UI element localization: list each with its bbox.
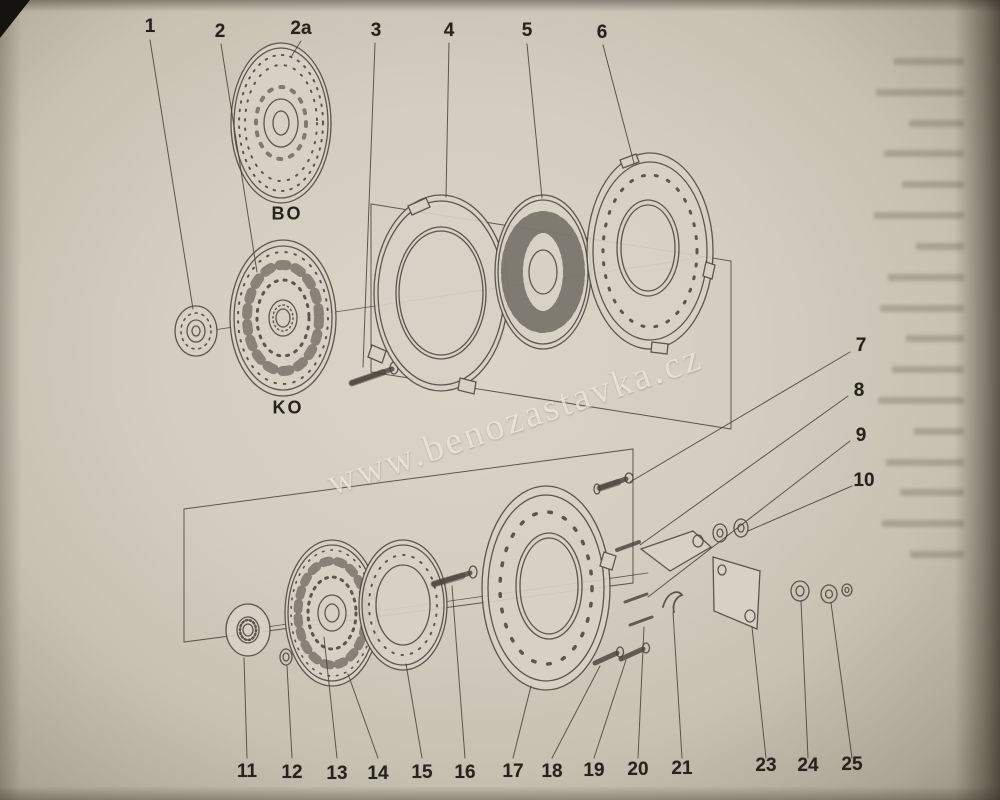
callout-5: 5 bbox=[521, 20, 533, 41]
part-3-bolt bbox=[348, 361, 399, 387]
callout-19: 19 bbox=[583, 760, 605, 781]
photo-corner-dark bbox=[0, 0, 30, 38]
part-4-pressure-plate bbox=[367, 194, 509, 395]
part-9-pin bbox=[623, 592, 649, 604]
part-1-hub bbox=[174, 305, 218, 357]
part-11-hub bbox=[225, 603, 271, 657]
part-21-spring-clip bbox=[662, 591, 684, 613]
callout-1: 1 bbox=[144, 16, 156, 37]
callout-16: 16 bbox=[454, 762, 476, 783]
callout-23: 23 bbox=[755, 755, 777, 776]
label-ko: KO bbox=[272, 397, 304, 418]
part-2-clutch-disc-ko bbox=[229, 239, 337, 397]
part-10-pivot-washers bbox=[712, 518, 749, 543]
part-7-bolt bbox=[593, 472, 634, 495]
callout-13: 13 bbox=[326, 763, 348, 784]
part-12-washer bbox=[279, 648, 293, 666]
part-5-diaphragm-spring bbox=[494, 194, 592, 350]
part-19-bolt bbox=[618, 642, 651, 662]
label-bo: BO bbox=[271, 203, 303, 224]
part-24-washer bbox=[790, 580, 810, 602]
callout-25: 25 bbox=[841, 754, 863, 775]
page-edge-shadow-right bbox=[954, 0, 1000, 800]
lower-assembly-box bbox=[183, 448, 634, 643]
part-17-flywheel-housing bbox=[481, 485, 617, 691]
callout-2a: 2a bbox=[290, 18, 312, 39]
part-23-bracket-plate bbox=[712, 556, 761, 630]
callout-21: 21 bbox=[671, 758, 693, 779]
page-edge-shadow-top bbox=[0, 0, 1000, 12]
callout-8: 8 bbox=[853, 380, 865, 401]
callout-6: 6 bbox=[596, 22, 608, 43]
callout-24: 24 bbox=[797, 755, 819, 776]
page-edge-shadow-left bbox=[0, 0, 22, 800]
part-20-pin bbox=[628, 615, 654, 627]
part-2a-clutch-disc-bo bbox=[230, 42, 332, 204]
callout-15: 15 bbox=[411, 762, 433, 783]
callout-14: 14 bbox=[367, 763, 389, 784]
callout-9: 9 bbox=[855, 425, 867, 446]
callout-20: 20 bbox=[627, 759, 649, 780]
callout-18: 18 bbox=[541, 761, 563, 782]
adjacent-page-text-blur bbox=[864, 58, 964, 558]
part-6-clutch-cover bbox=[586, 152, 716, 355]
part-13-14-clutch-disc bbox=[284, 539, 380, 687]
callout-10: 10 bbox=[853, 470, 875, 491]
part-25-washer bbox=[820, 583, 853, 604]
page-edge-shadow-bottom bbox=[0, 786, 1000, 800]
release-fork-lever bbox=[639, 530, 713, 572]
leader-lines bbox=[149, 39, 853, 759]
part-15-intermediate-disc bbox=[358, 539, 448, 671]
part-8-stud bbox=[615, 540, 641, 552]
callout-17: 17 bbox=[502, 761, 524, 782]
callout-3: 3 bbox=[370, 20, 382, 41]
part-16-stud-bolt bbox=[430, 565, 478, 588]
callout-11: 11 bbox=[236, 761, 258, 782]
callout-4: 4 bbox=[443, 20, 455, 41]
callout-7: 7 bbox=[855, 335, 867, 356]
callout-2: 2 bbox=[214, 21, 226, 42]
callout-12: 12 bbox=[281, 762, 303, 783]
